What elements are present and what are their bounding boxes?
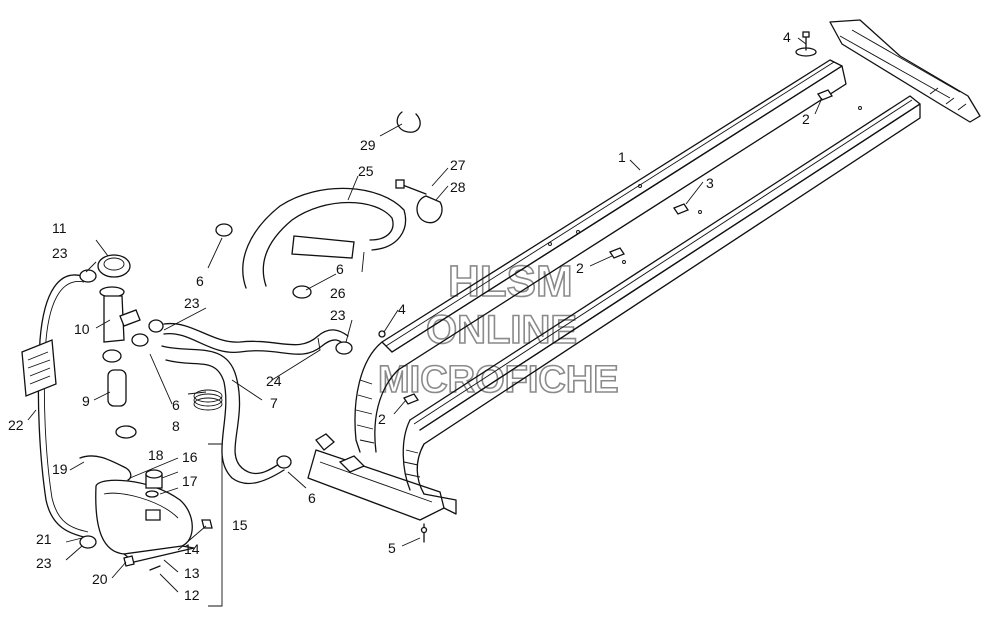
callout-5: 5 — [388, 540, 396, 556]
callout-2: 2 — [576, 260, 584, 276]
callout-17: 17 — [182, 473, 198, 489]
watermark-line2: ONLINE — [426, 308, 577, 352]
callout-29: 29 — [360, 137, 376, 153]
callout-6: 6 — [308, 490, 316, 506]
callout-16: 16 — [182, 449, 198, 465]
callout-23: 23 — [36, 555, 52, 571]
callout-15: 15 — [232, 517, 248, 533]
callout-2: 2 — [802, 111, 810, 127]
callout-27: 27 — [450, 157, 466, 173]
callout-3: 3 — [706, 175, 714, 191]
callout-18: 18 — [148, 447, 164, 463]
callout-21: 21 — [36, 531, 52, 547]
filler-neck-assembly — [97, 254, 141, 343]
rail-hardware — [378, 31, 833, 543]
callout-25: 25 — [358, 163, 374, 179]
heat-exchanger-rail — [307, 19, 981, 521]
watermark: HLSM ONLINE MICROFICHE — [377, 256, 619, 402]
coolant-hoses — [21, 187, 407, 539]
callout-19: 19 — [52, 461, 68, 477]
callout-6: 6 — [336, 261, 344, 277]
callout-11: 11 — [52, 220, 67, 236]
callout-12: 12 — [184, 587, 200, 603]
hose-clamps — [79, 111, 421, 549]
callout-22: 22 — [8, 417, 24, 433]
leader-lines — [27, 37, 823, 593]
callout-28: 28 — [450, 179, 466, 195]
callout-23: 23 — [52, 245, 68, 261]
callout-23: 23 — [184, 295, 200, 311]
callout-10: 10 — [74, 321, 90, 337]
callout-6: 6 — [196, 273, 204, 289]
callout-9: 9 — [82, 393, 90, 409]
coolant-reservoir — [95, 443, 223, 607]
callout-23: 23 — [330, 307, 346, 323]
callout-13: 13 — [184, 565, 200, 581]
callout-4: 4 — [783, 29, 791, 45]
bolt-and-clamp — [395, 179, 443, 224]
callout-20: 20 — [92, 571, 108, 587]
callout-7: 7 — [270, 395, 278, 411]
callout-numbers: 1 2 2 2 3 4 4 5 6 6 6 6 7 8 9 10 11 12 1… — [8, 29, 810, 603]
callout-4: 4 — [398, 301, 406, 317]
callout-8: 8 — [172, 418, 180, 434]
callout-1: 1 — [618, 149, 626, 165]
callout-24: 24 — [266, 373, 282, 389]
callout-26: 26 — [330, 285, 346, 301]
callout-14: 14 — [184, 541, 200, 557]
callout-2: 2 — [378, 411, 386, 427]
callout-6: 6 — [172, 397, 180, 413]
